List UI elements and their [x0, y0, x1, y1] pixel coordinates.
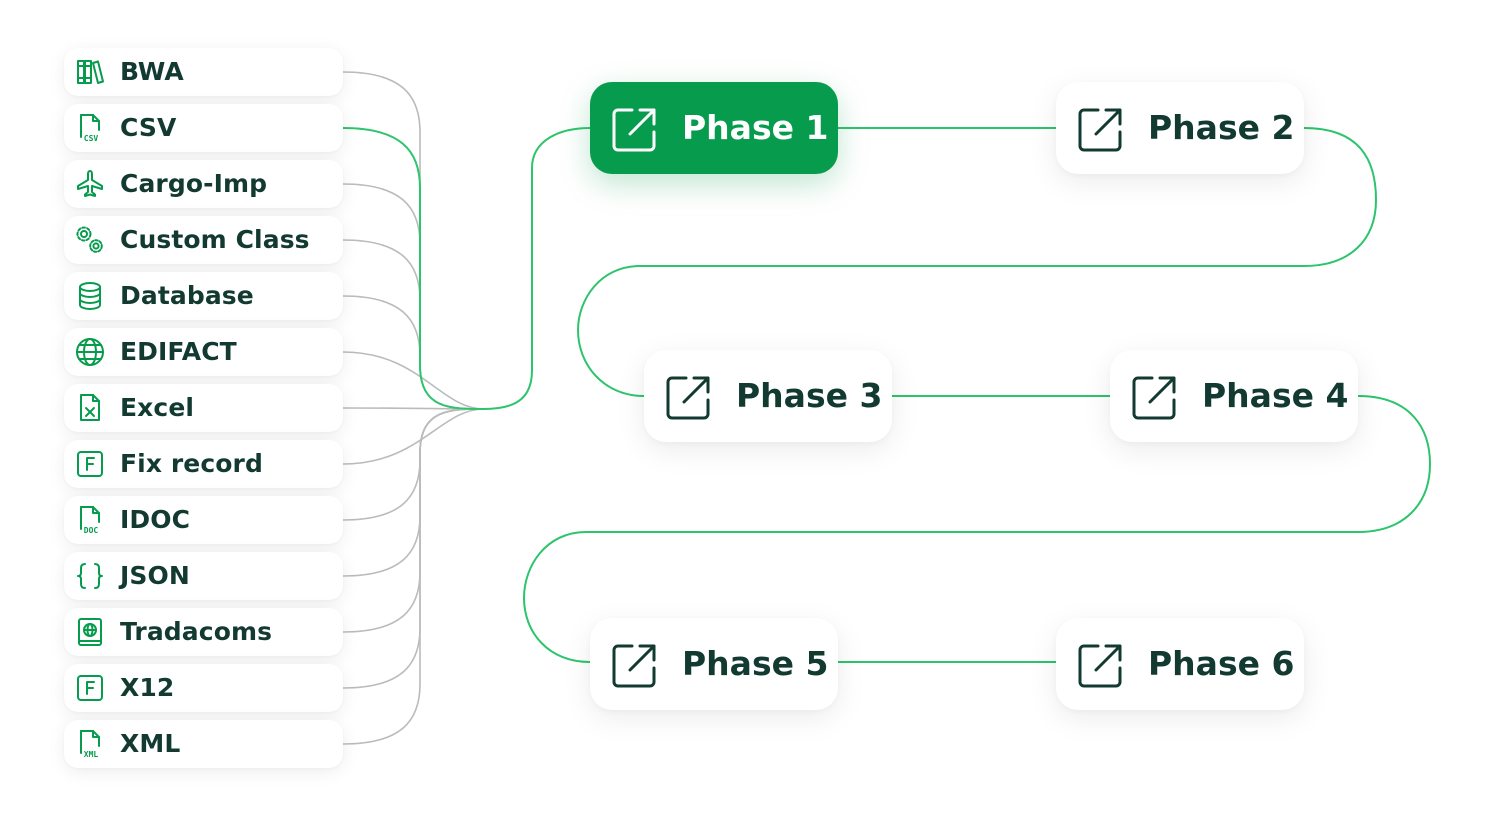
phase-card-6[interactable]: Phase 6 [1056, 618, 1304, 710]
format-item-fix-record[interactable]: Fix record [64, 440, 343, 488]
format-item-idoc[interactable]: DOC IDOC [64, 496, 343, 544]
external-link-icon [1076, 640, 1126, 690]
format-connector-active [342, 127, 485, 410]
format-label: IDOC [120, 505, 191, 534]
format-label: JSON [120, 561, 190, 590]
phase-card-4[interactable]: Phase 4 [1110, 350, 1358, 442]
format-item-edifact[interactable]: EDIFACT [64, 328, 343, 376]
external-link-icon [664, 372, 714, 422]
external-link-icon [1076, 104, 1126, 154]
format-item-bwa[interactable]: BWA [64, 48, 343, 96]
svg-text:XML: XML [84, 750, 99, 759]
format-connector [342, 408, 485, 745]
phase-label: Phase 3 [736, 376, 883, 415]
csv-file-icon: CSV [74, 112, 106, 144]
format-label: X12 [120, 673, 175, 702]
phase-label: Phase 5 [682, 644, 829, 683]
format-connector [342, 408, 485, 465]
hub-to-phase-1 [483, 127, 591, 410]
phase-2-to-3 [576, 127, 1378, 397]
xml-file-icon: XML [74, 728, 106, 760]
phase-label: Phase 1 [682, 108, 829, 147]
gears-icon [74, 224, 106, 256]
format-label: Cargo-Imp [120, 169, 268, 198]
doc-file-icon: DOC [74, 504, 106, 536]
format-label: Database [120, 281, 254, 310]
globe-icon [74, 336, 106, 368]
external-link-icon [610, 104, 660, 154]
format-item-cargo-imp[interactable]: Cargo-Imp [64, 160, 343, 208]
format-item-tradacoms[interactable]: Tradacoms [64, 608, 343, 656]
format-connector [342, 408, 485, 521]
phase-card-2[interactable]: Phase 2 [1056, 82, 1304, 174]
format-label: EDIFACT [120, 337, 237, 366]
format-item-database[interactable]: Database [64, 272, 343, 320]
format-label: Fix record [120, 449, 263, 478]
phase-card-1[interactable]: Phase 1 [590, 82, 838, 174]
external-link-icon [610, 640, 660, 690]
airplane-icon [74, 168, 106, 200]
phase-4-to-5 [522, 395, 1432, 663]
excel-file-icon [74, 392, 106, 424]
phase-label: Phase 4 [1202, 376, 1349, 415]
format-connector [342, 351, 485, 410]
format-label: Custom Class [120, 225, 310, 254]
f-box-icon [74, 672, 106, 704]
database-icon [74, 280, 106, 312]
format-item-x12[interactable]: X12 [64, 664, 343, 712]
format-item-json[interactable]: JSON [64, 552, 343, 600]
format-item-custom-class[interactable]: Custom Class [64, 216, 343, 264]
format-label: CSV [120, 113, 177, 142]
format-item-csv[interactable]: CSV CSV [64, 104, 343, 152]
format-item-excel[interactable]: Excel [64, 384, 343, 432]
svg-text:DOC: DOC [84, 526, 99, 535]
phase-label: Phase 6 [1148, 644, 1295, 683]
format-connector [342, 408, 485, 633]
phase-card-3[interactable]: Phase 3 [644, 350, 892, 442]
braces-icon [74, 560, 106, 592]
phase-label: Phase 2 [1148, 108, 1295, 147]
format-label: Tradacoms [120, 617, 273, 646]
format-connector [342, 295, 485, 410]
f-box-icon [74, 448, 106, 480]
format-label: BWA [120, 57, 184, 86]
svg-text:CSV: CSV [84, 134, 99, 143]
format-label: Excel [120, 393, 195, 422]
phase-card-5[interactable]: Phase 5 [590, 618, 838, 710]
books-icon [74, 56, 106, 88]
format-item-xml[interactable]: XML XML [64, 720, 343, 768]
format-label: XML [120, 729, 181, 758]
globe-document-icon [74, 616, 106, 648]
external-link-icon [1130, 372, 1180, 422]
